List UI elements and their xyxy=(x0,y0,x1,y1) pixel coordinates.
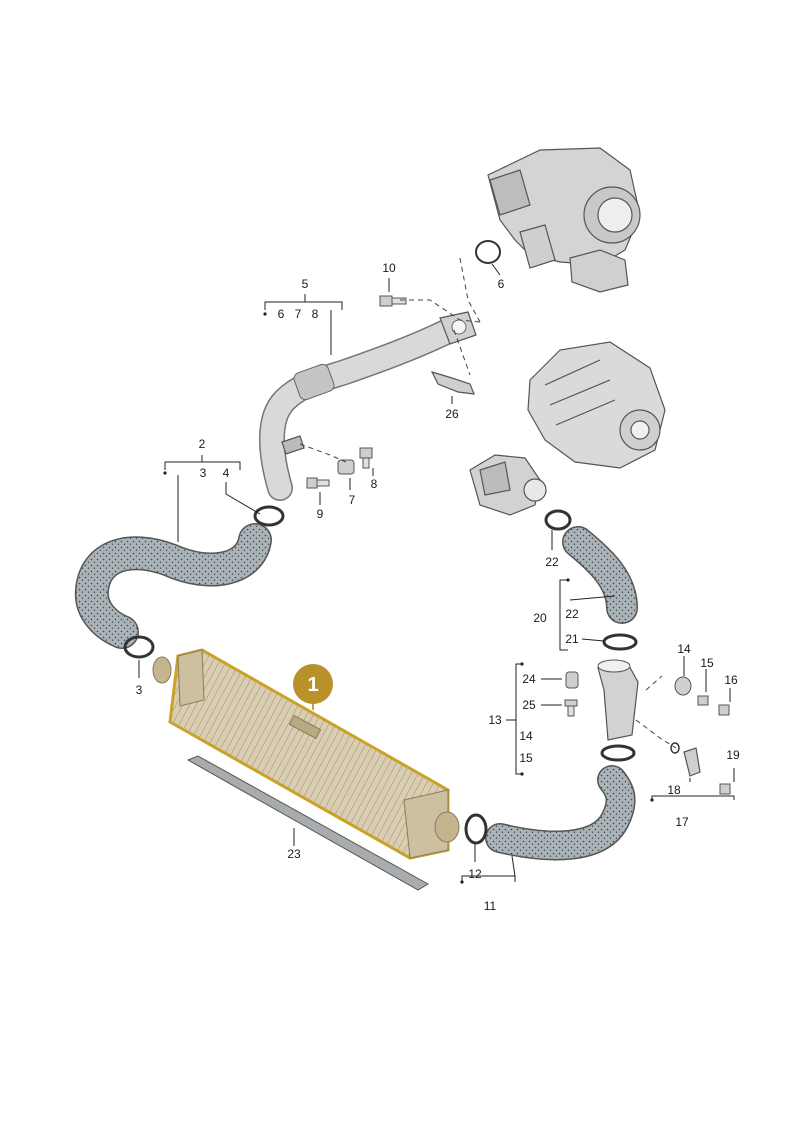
label-7-group: 7 xyxy=(295,307,302,321)
bolt-15[interactable] xyxy=(697,695,709,706)
connection-pipe-13[interactable] xyxy=(597,659,639,741)
hose-clamp-4[interactable] xyxy=(253,505,285,527)
label-20: 20 xyxy=(533,611,547,625)
label-6-oring: 6 xyxy=(498,277,505,291)
charge-air-hose-11[interactable] xyxy=(485,765,636,861)
label-14: 14 xyxy=(677,642,691,656)
label-17: 17 xyxy=(675,815,689,829)
label-16: 16 xyxy=(724,673,738,687)
label-3-bottom: 3 xyxy=(136,683,143,697)
charge-air-hose-20[interactable] xyxy=(562,526,638,624)
charge-air-cooler[interactable] xyxy=(152,648,460,860)
turbocharger[interactable] xyxy=(487,147,641,293)
hose-clamp-3[interactable] xyxy=(123,635,155,659)
o-ring-6[interactable] xyxy=(475,240,501,264)
label-22-lower: 22 xyxy=(565,607,579,621)
bolt-16[interactable] xyxy=(718,704,730,716)
part-number-labels: 2 3 4 3 5 6 7 8 6 9 7 8 10 26 22 20 22 2… xyxy=(136,261,740,913)
highlight-callout-badge[interactable]: 1 xyxy=(293,664,333,710)
stud-8[interactable] xyxy=(359,447,373,469)
throttle-valve-unit[interactable] xyxy=(469,454,547,516)
label-9: 9 xyxy=(317,507,324,521)
label-5: 5 xyxy=(302,277,309,291)
hose-clamp-22-upper[interactable] xyxy=(544,509,572,531)
bush-25[interactable] xyxy=(564,699,578,717)
seal-strip-23[interactable] xyxy=(186,755,429,891)
bolt-10[interactable] xyxy=(379,295,407,307)
label-26: 26 xyxy=(445,407,459,421)
charge-air-hose-2[interactable] xyxy=(74,523,272,649)
alternator[interactable] xyxy=(527,341,666,469)
label-13: 13 xyxy=(488,713,502,727)
o-ring-small-17[interactable] xyxy=(670,742,680,754)
hose-clamp-21[interactable] xyxy=(602,633,638,651)
callout-number: 1 xyxy=(307,674,318,696)
label-23: 23 xyxy=(287,847,301,861)
label-15: 15 xyxy=(700,656,714,670)
leader-lines xyxy=(138,257,735,882)
label-11: 11 xyxy=(484,899,497,913)
label-3-top: 3 xyxy=(200,466,207,480)
hose-clamp-lower-13[interactable] xyxy=(600,744,636,762)
label-8-group: 8 xyxy=(312,307,319,321)
label-2: 2 xyxy=(199,437,206,451)
label-6-group: 6 xyxy=(278,307,285,321)
label-19: 19 xyxy=(726,748,740,762)
label-4: 4 xyxy=(223,466,230,480)
label-25: 25 xyxy=(522,698,536,712)
nut-7[interactable] xyxy=(337,459,355,475)
label-24: 24 xyxy=(522,672,536,686)
group-bullets xyxy=(163,312,654,884)
label-18: 18 xyxy=(667,783,681,797)
label-10: 10 xyxy=(382,261,396,275)
damper-24[interactable] xyxy=(565,671,579,689)
label-22-upper: 22 xyxy=(545,555,559,569)
label-21: 21 xyxy=(565,632,579,646)
charge-air-pipe-5[interactable] xyxy=(259,311,477,501)
label-7: 7 xyxy=(349,493,356,507)
hose-clamp-12[interactable] xyxy=(464,813,488,845)
temperature-sensor-26[interactable] xyxy=(430,371,475,395)
bolt-19[interactable] xyxy=(719,783,731,795)
label-14-group: 14 xyxy=(519,729,533,743)
bolt-9[interactable] xyxy=(306,477,330,489)
nut-14[interactable] xyxy=(674,676,692,696)
label-15-group: 15 xyxy=(519,751,533,765)
bracket-18[interactable] xyxy=(683,747,701,777)
label-8: 8 xyxy=(371,477,378,491)
label-12: 12 xyxy=(468,867,482,881)
